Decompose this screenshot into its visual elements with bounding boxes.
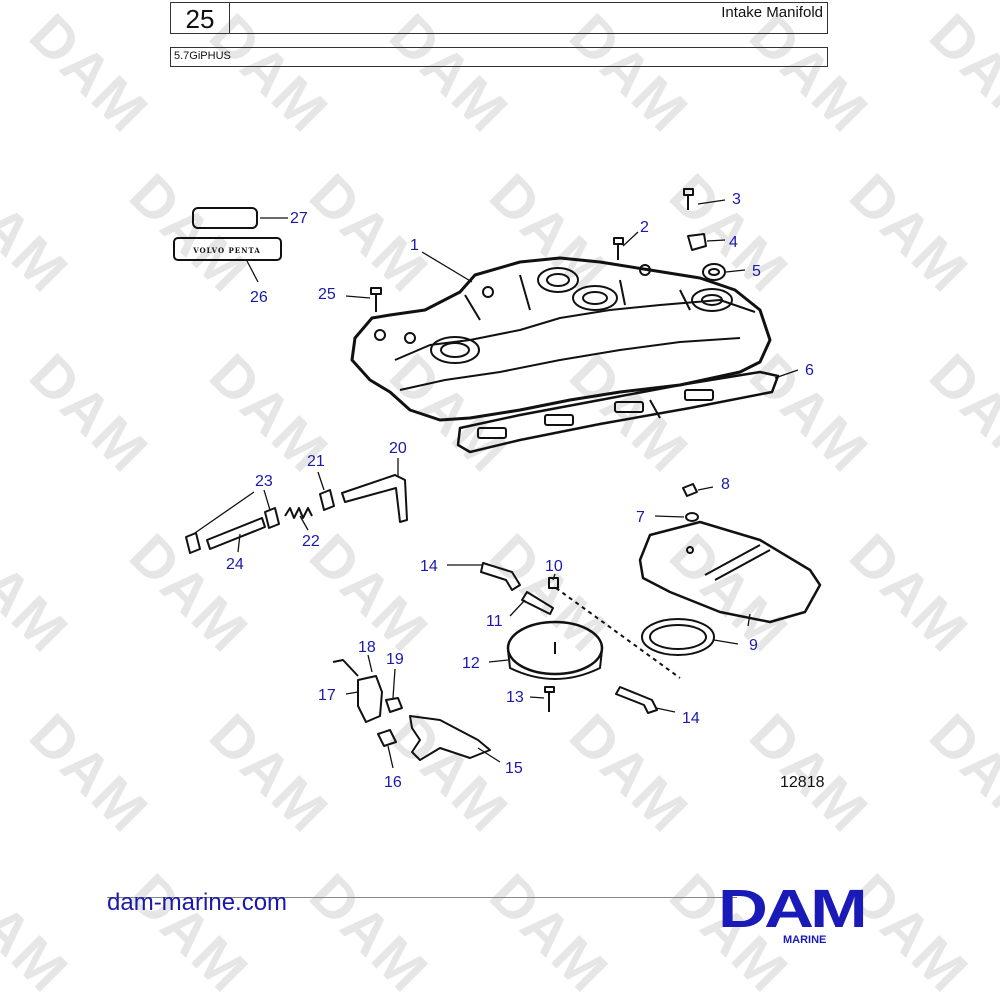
hose-24 [206,517,266,550]
flame-arrestor [506,620,604,680]
callout-26: 26 [250,289,268,306]
callout-22: 22 [302,533,320,550]
decal-plate [173,237,282,261]
callout-25: 25 [318,286,336,303]
callout-24: 24 [226,556,244,573]
brand-logo: DAM [718,879,868,939]
intake-manifold [350,256,772,422]
bolt-18 [332,659,359,677]
washer [702,263,726,281]
bracket [687,233,707,251]
callout-14b: 14 [682,710,700,727]
callout-11: 11 [486,613,503,630]
callout-23: 23 [255,473,273,490]
callout-18: 18 [358,639,376,656]
nut-16 [377,729,397,747]
callout-21: 21 [307,453,325,470]
reference-number: 12818 [780,774,825,791]
model-row: 5.7GiPHUS [170,47,828,67]
page-title: Intake Manifold [721,4,823,21]
bracket-17 [357,675,383,723]
hose-clamp-23b [185,532,201,554]
callout-7: 7 [636,509,645,526]
elbow-hose [341,474,408,523]
nut-19 [385,697,403,713]
hose-clamp-21 [319,489,335,511]
callout-6: 6 [805,362,814,379]
breather-hose-b [615,686,658,714]
nut [682,483,698,497]
callout-16: 16 [384,774,402,791]
callout-12: 12 [462,655,480,672]
callout-labels: 1 2 3 4 5 6 7 8 9 10 11 12 13 14 14 15 1… [226,191,814,791]
hose-clamp-23 [264,507,280,529]
page-header: 25 Intake Manifold [170,2,828,34]
model-label: 5.7GiPHUS [174,50,231,62]
blank-plate [192,207,258,229]
page-number: 25 [171,3,230,34]
callout-5: 5 [752,263,761,280]
breather-hose-a [480,562,521,591]
dashed-leader [555,587,681,679]
callout-14a: 14 [420,558,438,575]
callout-27: 27 [290,210,308,227]
callout-1: 1 [410,237,419,254]
callout-2: 2 [640,219,649,236]
callout-10: 10 [545,558,563,575]
brand-subtitle: MARINE [783,934,827,946]
callout-9: 9 [749,637,758,654]
bolt-2 [613,237,624,260]
callout-20: 20 [389,440,407,457]
callout-13: 13 [506,689,524,706]
callout-4: 4 [729,234,738,251]
stud-13 [544,686,555,712]
callout-3: 3 [732,191,741,208]
decal-text: VOLVO PENTA [192,246,261,255]
footer-divider [107,897,737,898]
leader-lines [191,199,799,769]
cover-gasket [641,618,715,656]
bolt-25 [370,287,382,312]
bolt-3 [683,188,694,210]
footer-url-link[interactable]: dam-marine.com [107,889,288,916]
callout-19: 19 [386,651,404,668]
manifold-gasket [456,370,780,454]
callout-15: 15 [505,760,523,777]
flame-arrestor-cover [638,520,822,624]
elbow-fitting [521,591,554,615]
bracket-15 [409,715,491,761]
callout-8: 8 [721,476,730,493]
washer-7 [685,512,699,522]
spring [284,507,313,519]
callout-17: 17 [318,687,336,704]
